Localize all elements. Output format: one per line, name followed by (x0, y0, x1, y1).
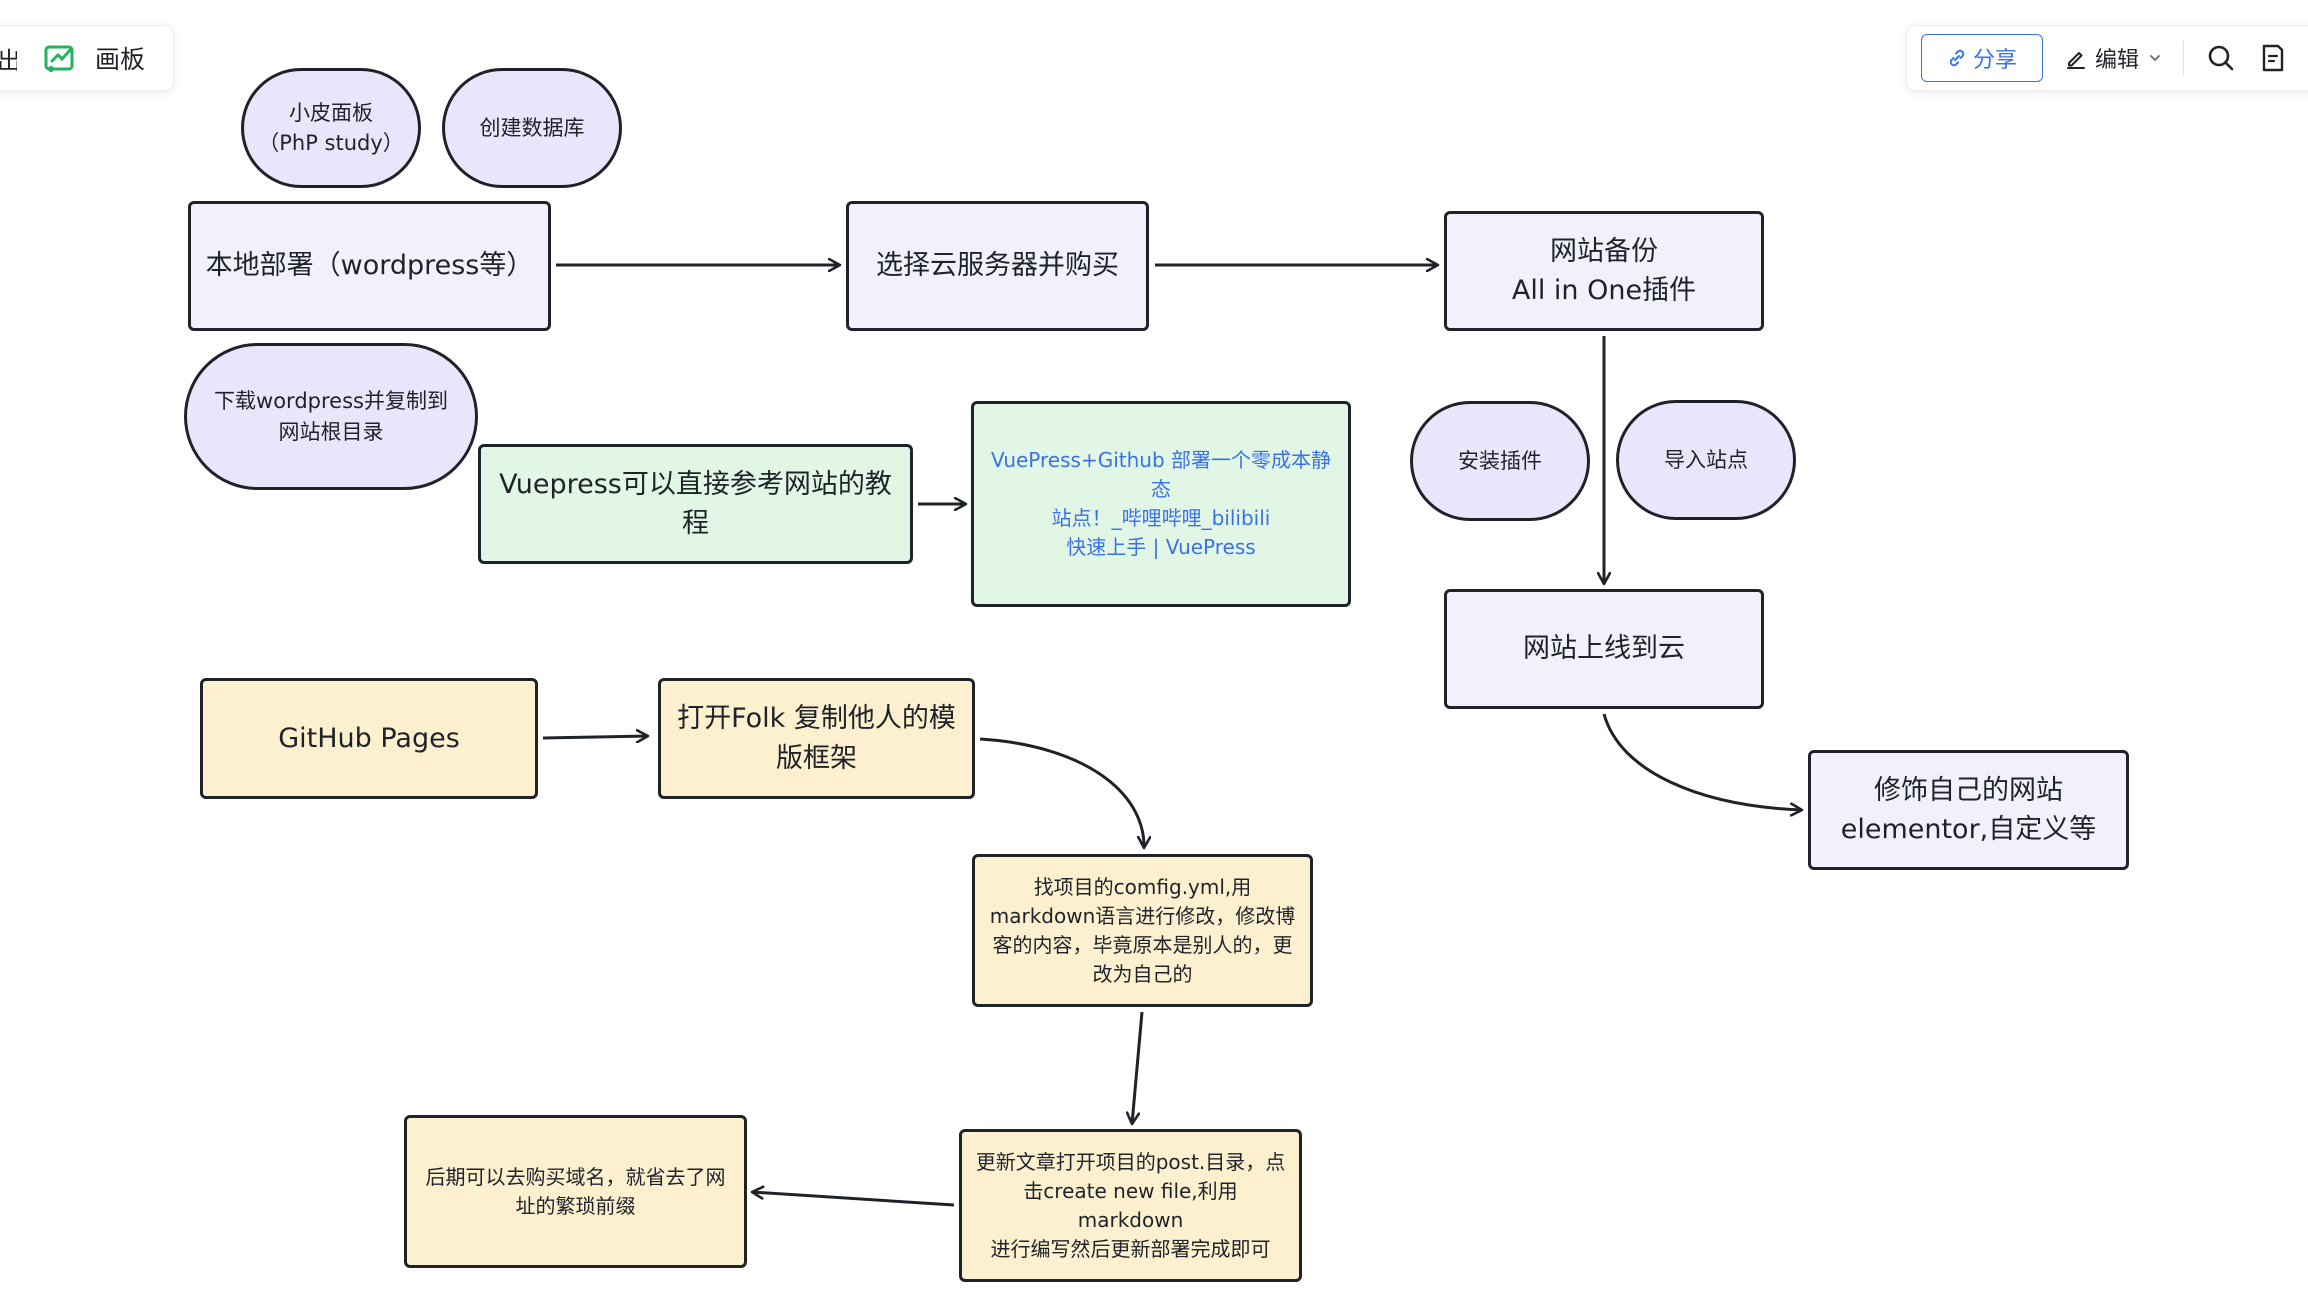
left-toolbar: 出 画板 (0, 25, 174, 91)
edge-online-to-decorate (1602, 713, 1802, 810)
node-buy-domain[interactable]: 后期可以去购买域名，就省去了网 址的繁琐前缀 (404, 1115, 747, 1268)
node-local-deploy[interactable]: 本地部署（wordpress等） (188, 201, 551, 331)
pill-download-wordpress[interactable]: 下载wordpress并复制到 网站根目录 (184, 343, 478, 490)
pill-phpstudy[interactable]: 小皮面板 （PhP study） (241, 68, 421, 188)
edge-config-to-update (1132, 1011, 1144, 1124)
node-github-pages[interactable]: GitHub Pages (200, 678, 538, 799)
link-icon (1949, 49, 1965, 67)
right-toolbar: 分享 编辑 (1906, 25, 2308, 91)
edit-button[interactable]: 编辑 (2065, 42, 2161, 74)
edge-folk-to-config (979, 737, 1144, 848)
node-open-folk[interactable]: 打开Folk 复制他人的模 版框架 (658, 678, 975, 799)
node-site-online[interactable]: 网站上线到云 (1444, 589, 1764, 709)
node-config-yml[interactable]: 找项目的comfig.yml,用 markdown语言进行修改，修改博 客的内容… (972, 854, 1313, 1007)
node-decorate-site[interactable]: 修饰自己的网站 elementor,自定义等 (1808, 750, 2129, 870)
pen-icon (2065, 47, 2087, 69)
share-button[interactable]: 分享 (1921, 34, 2043, 82)
pill-import-site[interactable]: 导入站点 (1616, 400, 1796, 520)
chevron-down-icon (2149, 52, 2161, 64)
node-vuepress-links[interactable]: VuePress+Github 部署一个零成本静态 站点！_哔哩哔哩_bilib… (971, 401, 1351, 607)
node-vuepress-reference[interactable]: Vuepress可以直接参考网站的教程 (478, 444, 913, 564)
node-choose-cloud[interactable]: 选择云服务器并购买 (846, 201, 1149, 331)
share-label: 分享 (1972, 48, 2017, 73)
pill-install-plugin[interactable]: 安装插件 (1410, 401, 1590, 521)
toolbar-cut-label[interactable]: 出 (0, 46, 17, 75)
board-title[interactable]: 画板 (95, 45, 146, 74)
node-site-backup[interactable]: 网站备份 All in One插件 (1444, 211, 1764, 331)
node-update-post[interactable]: 更新文章打开项目的post.目录，点 击create new file,利用ma… (959, 1129, 1302, 1282)
edit-label: 编辑 (2095, 48, 2140, 73)
edge-update-to-domain (752, 1192, 955, 1207)
toolbar-divider (2183, 41, 2185, 75)
whiteboard-icon[interactable] (43, 41, 77, 75)
search-icon[interactable] (2206, 43, 2236, 73)
pill-create-db[interactable]: 创建数据库 (442, 68, 622, 188)
edge-github-to-folk (542, 736, 648, 738)
document-icon[interactable] (2258, 43, 2288, 73)
